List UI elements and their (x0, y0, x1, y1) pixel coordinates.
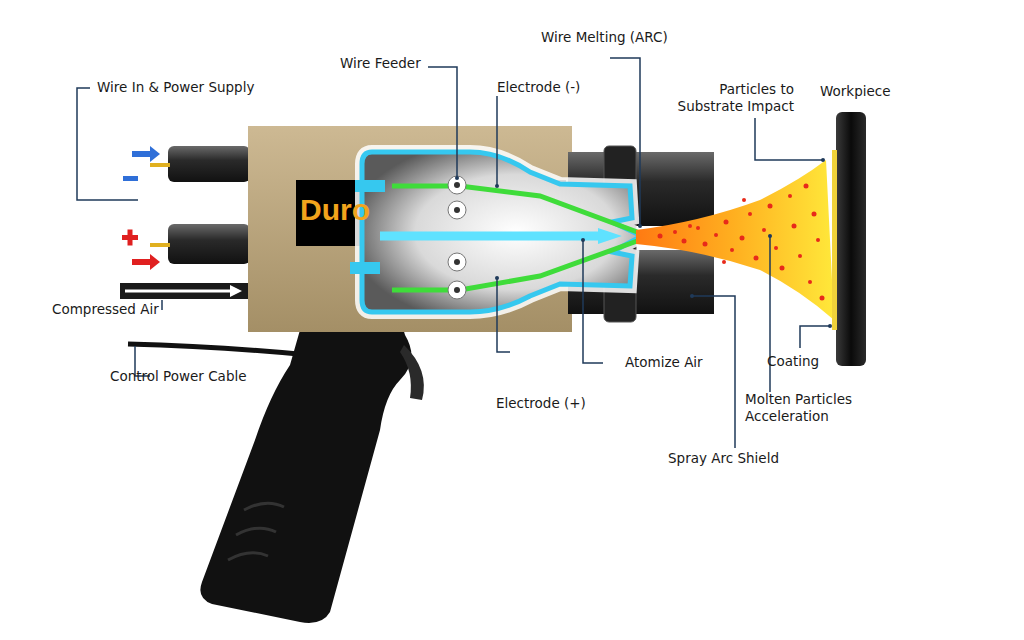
callout-label: Control Power Cable (110, 368, 247, 385)
wire-inlet (355, 180, 385, 192)
air-hose (120, 283, 250, 299)
workpiece (836, 112, 866, 366)
callout-label: Atomize Air (625, 354, 703, 371)
molten-particles (658, 184, 825, 301)
feed-roller (448, 176, 466, 194)
callout-label: Workpiece (820, 83, 891, 100)
air-flow-arrowhead (230, 285, 242, 297)
minus-sign (123, 176, 138, 181)
callout-label: Electrode (+) (496, 395, 586, 412)
leader-dots (455, 158, 832, 328)
callout-label: Spray Arc Shield (668, 450, 779, 467)
negative-arrow (132, 146, 160, 162)
callout-label: Coating (767, 353, 819, 370)
plus-sign (128, 230, 133, 246)
callout-label: Compressed Air (52, 301, 159, 318)
electrode-wire (392, 240, 640, 290)
callout-label: Particles to Substrate Impact (658, 81, 794, 115)
coating-layer (832, 150, 837, 330)
feed-roller-hub (454, 259, 460, 265)
wire-stub (150, 243, 170, 247)
feed-roller (448, 281, 466, 299)
callout-label: Wire Feeder (340, 55, 421, 72)
feed-roller-hub (454, 182, 460, 188)
callout-label: Wire Melting (ARC) (541, 29, 668, 46)
grip-ridges (228, 503, 284, 560)
wire-connector (168, 146, 250, 182)
leader-lines (77, 58, 830, 448)
brand-text: Duro (300, 193, 370, 227)
feed-roller-hub (454, 207, 460, 213)
feed-roller (448, 201, 466, 219)
control-cable (128, 344, 320, 356)
air-flow-line (125, 290, 232, 293)
feed-roller (448, 253, 466, 271)
wire-inlet (350, 262, 380, 274)
callout-label: Molten Particles Acceleration (745, 391, 877, 425)
gun-handle (200, 318, 411, 623)
chamber-glow (362, 152, 642, 312)
callout-label: Electrode (-) (497, 79, 580, 96)
positive-arrow (132, 254, 160, 270)
wire-connector (168, 224, 250, 264)
atomize-air-stream (380, 232, 600, 241)
feed-roller-hub (454, 287, 460, 293)
wire-stub (150, 163, 170, 167)
atomize-air-arrowhead (598, 228, 622, 244)
trigger (400, 345, 424, 400)
gun-chamber (362, 152, 642, 312)
electrode-wire (392, 186, 640, 233)
callout-label: Wire In & Power Supply (97, 79, 254, 96)
